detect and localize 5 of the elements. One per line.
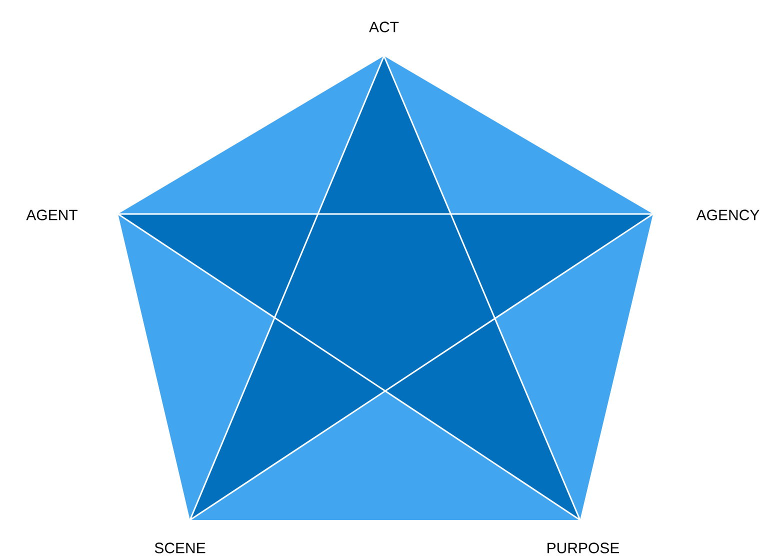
vertex-label: AGENCY xyxy=(696,210,760,220)
vertex-label: AGENT xyxy=(26,210,78,220)
vertex-label: PURPOSE xyxy=(548,542,620,554)
vertex-label: ACT xyxy=(369,22,399,32)
vertex-label: SCENE xyxy=(154,542,206,554)
